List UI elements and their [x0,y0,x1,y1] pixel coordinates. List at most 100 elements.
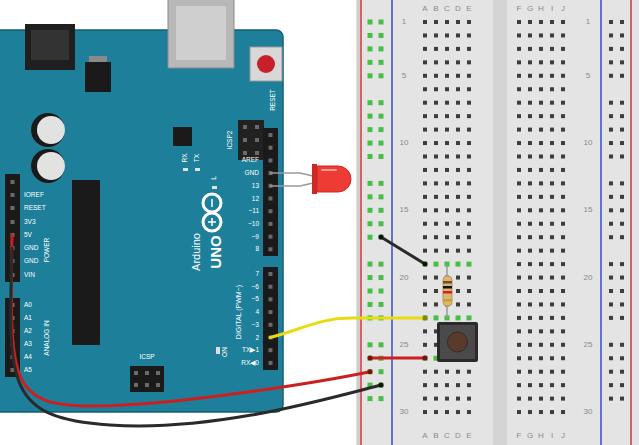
breadboard-hole [368,262,373,267]
breadboard-hole [456,410,460,414]
row-number: 5 [402,72,406,80]
breadboard-hole [561,356,565,360]
pin-label: A2 [24,328,32,335]
breadboard-hole [528,20,532,24]
breadboard-hole [517,383,521,387]
breadboard-hole [620,208,624,212]
breadboard-hole [539,235,543,239]
header-pin [11,220,15,224]
breadboard-hole [379,46,384,51]
breadboard-hole [550,101,554,105]
breadboard-hole [517,222,521,226]
digital-header [263,267,278,370]
breadboard-hole [539,316,543,320]
breadboard-hole [467,114,471,118]
breadboard-hole [561,60,565,64]
rail-line-positive [360,0,362,445]
breadboard-hole [379,275,384,280]
pin-label: ~6 [252,283,259,290]
breadboard-hole [434,222,438,226]
breadboard-hole [539,383,543,387]
breadboard-hole [620,235,624,239]
smd-led [216,347,220,354]
column-letter: A [422,432,427,440]
breadboard-hole [423,101,427,105]
logo-ring [203,213,221,231]
breadboard-hole [423,114,427,118]
breadboard-hole [550,343,554,347]
breadboard-hole [609,60,613,64]
pin-label: ~5 [252,296,259,303]
breadboard-hole [368,235,373,240]
breadboard-hole [517,356,521,360]
capacitor [31,113,65,147]
breadboard-hole [456,47,460,51]
breadboard-hole [561,168,565,172]
breadboard-hole [423,208,427,212]
breadboard-hole [609,181,613,185]
breadboard-hole [368,100,373,105]
pin-label: A1 [24,315,32,322]
breadboard-hole [620,33,624,37]
breadboard-hole [456,276,460,280]
breadboard-hole [423,289,427,293]
button-label: RESET [270,89,277,111]
pin-label: 7 [255,271,259,278]
pin-label: 2 [255,334,259,341]
row-number: 5 [586,72,590,80]
breadboard-hole [620,397,624,401]
breadboard-hole [550,302,554,306]
pin-label: ~11 [248,208,259,215]
breadboard-hole [445,410,449,414]
breadboard-hole [368,208,373,213]
row-number: 15 [584,206,593,214]
header-pin [269,285,273,289]
breadboard-hole [620,101,624,105]
breadboard-hole [609,302,613,306]
breadboard-hole [561,181,565,185]
capacitor [31,149,65,183]
breadboard-hole [517,343,521,347]
breadboard-hole [528,208,532,212]
breadboard-hole [467,302,471,306]
pin-label: GND [24,245,38,252]
breadboard-hole [528,343,532,347]
breadboard-hole [550,316,554,320]
breadboard-hole [620,370,624,374]
breadboard-hole [456,289,460,293]
breadboard-hole [434,101,438,105]
wire-end [368,356,373,361]
breadboard-hole [434,397,438,401]
breadboard-hole [467,410,471,414]
led [270,164,351,194]
breadboard-hole [456,60,460,64]
button-body [437,322,478,362]
breadboard-hole [609,74,613,78]
breadboard-hole [561,329,565,333]
breadboard-hole [434,370,438,374]
breadboard-hole [423,222,427,226]
breadboard-hole [539,33,543,37]
breadboard-hole [550,74,554,78]
breadboard-hole [550,235,554,239]
breadboard-hole [561,343,565,347]
breadboard-hole [620,47,624,51]
breadboard-hole [456,20,460,24]
breadboard-hole [368,127,373,132]
column-letter: I [551,5,553,13]
column-letter: G [527,5,533,13]
column-letter: B [433,5,438,13]
column-letter: E [466,5,471,13]
breadboard-hole [434,168,438,172]
rail-line-positive [630,0,632,445]
breadboard-hole [539,289,543,293]
breadboard-hole [561,383,565,387]
breadboard-hole [609,383,613,387]
breadboard-hole [528,181,532,185]
breadboard-hole [445,60,449,64]
column-letter: D [455,5,461,13]
breadboard-hole [517,276,521,280]
breadboard-hole [467,276,471,280]
breadboard-hole [379,369,384,374]
